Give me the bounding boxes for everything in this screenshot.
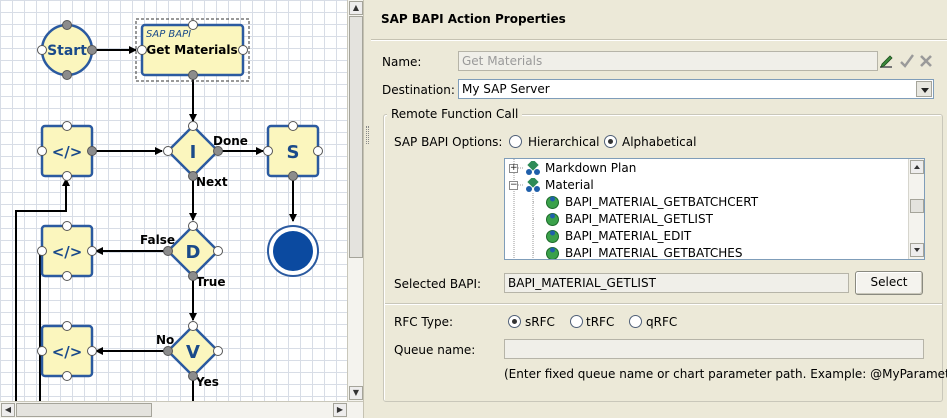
v-label: V	[186, 342, 200, 363]
bapi-icon	[546, 230, 559, 243]
decision-node-d[interactable]: D	[166, 224, 220, 278]
scroll-down-arrow[interactable]: ▼	[349, 386, 363, 400]
decision-node-i[interactable]: I	[166, 124, 220, 178]
radio-qrfc[interactable]	[629, 315, 642, 328]
tree-lines	[513, 159, 535, 259]
s-node[interactable]: S	[266, 124, 320, 178]
decision-node-v[interactable]: V	[166, 324, 220, 378]
script-icon: </>	[52, 343, 83, 361]
selection-outline	[135, 18, 250, 82]
srfc-label[interactable]: sRFC	[525, 315, 555, 329]
edge-label-no: No	[156, 333, 174, 347]
bapi-tree[interactable]: + Markdown Plan − Material BA	[504, 158, 925, 260]
end-node[interactable]	[267, 225, 319, 277]
check-icon[interactable]	[899, 53, 915, 69]
name-label: Name:	[382, 55, 422, 69]
scroll-thumb[interactable]	[910, 199, 924, 213]
edge-label-false: False	[140, 233, 175, 247]
select-button[interactable]: Select	[855, 271, 923, 295]
edge-loop-script1	[15, 178, 70, 401]
group-icon	[526, 161, 540, 175]
destination-label: Destination:	[382, 83, 455, 97]
scroll-up-arrow[interactable]: ▲	[349, 1, 363, 15]
group-icon	[526, 178, 540, 192]
trfc-label[interactable]: tRFC	[586, 315, 615, 329]
get-materials-label: Get Materials	[146, 43, 237, 57]
group-title: Remote Function Call	[387, 107, 523, 121]
properties-body: Name: Get Materials Destination: My SAP …	[371, 40, 947, 418]
node-type-label: SAP BAPI	[146, 29, 191, 40]
qrfc-label[interactable]: qRFC	[646, 315, 678, 329]
tree-scrollbar[interactable]	[908, 159, 924, 259]
radio-hierarchical[interactable]	[509, 135, 522, 148]
start-label: Start	[47, 43, 87, 59]
edge-label-done: Done	[213, 134, 248, 148]
close-icon[interactable]	[918, 53, 934, 69]
flow-canvas[interactable]: Start SAP BAPI Get Materials </> </> </>…	[0, 0, 347, 401]
tree-item-label: Markdown Plan	[545, 161, 637, 175]
script-node-3[interactable]: </>	[40, 324, 94, 378]
scroll-thumb[interactable]	[16, 403, 152, 417]
flow-edges	[15, 46, 297, 401]
options-label: SAP BAPI Options:	[394, 135, 503, 149]
edit-pencil-icon[interactable]	[879, 53, 895, 69]
s-label: S	[287, 142, 300, 163]
chevron-down-icon[interactable]	[916, 81, 932, 97]
tree-item-label: BAPI_MATERIAL_GETBATCHCERT	[565, 195, 759, 209]
scroll-thumb[interactable]	[349, 16, 363, 258]
tree-item-label: Material	[545, 178, 594, 192]
bapi-icon	[546, 213, 559, 226]
scroll-down-arrow[interactable]	[910, 243, 924, 257]
start-node[interactable]: Start	[40, 23, 94, 77]
radio-alphabetical[interactable]	[604, 135, 617, 148]
queue-name-label: Queue name:	[394, 343, 476, 357]
destination-value: My SAP Server	[462, 82, 550, 96]
edge-label-yes: Yes	[195, 375, 219, 389]
collapse-icon[interactable]: −	[509, 180, 518, 190]
scroll-up-arrow[interactable]	[910, 160, 924, 174]
scroll-right-arrow[interactable]: ▶	[333, 403, 347, 417]
flow-diagram: Start SAP BAPI Get Materials </> </> </>…	[15, 18, 323, 401]
divider	[385, 303, 942, 305]
rfc-type-label: RFC Type:	[394, 315, 454, 329]
connection-ports	[37, 20, 323, 381]
d-label: D	[186, 242, 201, 263]
radio-srfc[interactable]	[508, 315, 521, 328]
hierarchical-label[interactable]: Hierarchical	[528, 135, 600, 149]
bapi-icon	[546, 196, 559, 209]
tree-item-label: BAPI_MATERIAL_EDIT	[565, 229, 692, 243]
splitter-grip[interactable]	[366, 126, 369, 144]
queue-name-hint: (Enter fixed queue name or chart paramet…	[504, 367, 947, 381]
script-icon: </>	[52, 143, 83, 161]
properties-panel: SAP BAPI Action Properties Name: Get Mat…	[371, 0, 947, 418]
script-node-2[interactable]: </>	[40, 224, 94, 278]
tree-item-label: BAPI_MATERIAL_GETLIST	[565, 212, 713, 226]
expand-icon[interactable]: +	[509, 163, 518, 173]
tree-item-label: BAPI_MATERIAL_GETBATCHES	[565, 246, 743, 260]
remote-function-call-group	[383, 114, 943, 402]
script-icon: </>	[52, 243, 83, 261]
name-field[interactable]: Get Materials	[458, 51, 878, 71]
i-label: I	[190, 142, 197, 163]
panel-title: SAP BAPI Action Properties	[381, 12, 566, 26]
alphabetical-label[interactable]: Alphabetical	[622, 135, 697, 149]
destination-select[interactable]: My SAP Server	[458, 79, 934, 99]
edge-label-true: True	[196, 275, 225, 289]
selected-bapi-label: Selected BAPI:	[394, 277, 482, 291]
queue-name-field[interactable]	[504, 339, 924, 359]
scroll-left-arrow[interactable]: ◀	[1, 403, 15, 417]
selected-bapi-field[interactable]: BAPI_MATERIAL_GETLIST	[504, 273, 849, 293]
canvas-vertical-scrollbar[interactable]: ▲ ▼	[347, 0, 363, 401]
radio-trfc[interactable]	[570, 315, 583, 328]
bapi-icon	[546, 247, 559, 259]
script-node-1[interactable]: </>	[40, 124, 94, 178]
canvas-horizontal-scrollbar[interactable]: ◀ ▶	[0, 401, 363, 418]
edge-label-next: Next	[196, 175, 228, 189]
pane-splitter[interactable]	[363, 0, 371, 418]
